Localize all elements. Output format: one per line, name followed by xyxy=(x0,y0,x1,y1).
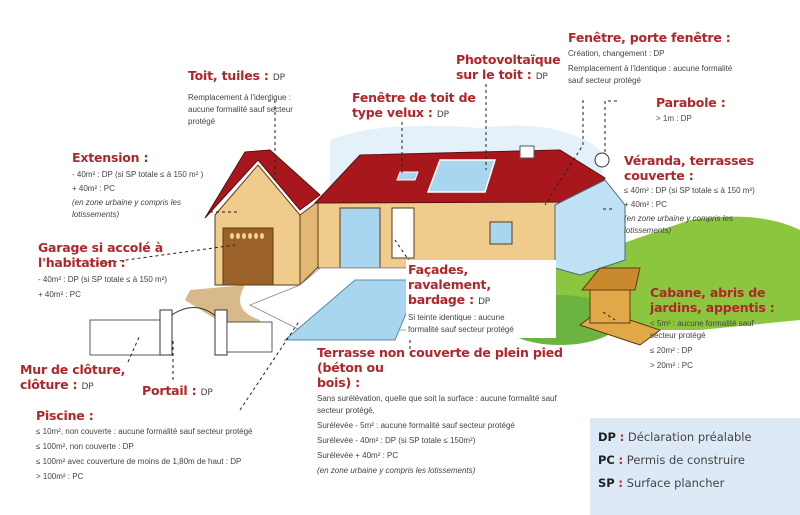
garage-desc: - 40m² : DP (si SP totale ≤ à 150 m²) + … xyxy=(38,275,168,299)
extension-desc: - 40m² : DP (si SP totale ≤ à 150 m² ) +… xyxy=(72,170,204,219)
terrasse-title-line1: Terrasse non couverte de plein pied (bét… xyxy=(317,345,563,375)
cabane-title-line2: jardins, appentis : xyxy=(650,300,775,315)
gate-pillar-left xyxy=(159,309,173,356)
fenetre-title: Fenêtre, porte fenêtre : xyxy=(568,30,731,45)
garage-title-line2: l'habitation : xyxy=(38,255,126,270)
terrasse-title-line2: bois) : xyxy=(317,375,360,390)
legend-item-sp: SP : Surface plancher xyxy=(598,476,725,490)
veranda-title-line2: couverte : xyxy=(624,168,694,183)
label-garage: Garage si accolé à l'habitation : - 40m²… xyxy=(38,240,208,301)
portail-title: Portail : DP xyxy=(142,383,213,398)
solar-panels xyxy=(426,159,497,193)
shed-body xyxy=(589,287,631,324)
velux-title-line2: type velux : DP xyxy=(352,105,449,120)
label-fenetre: Fenêtre, porte fenêtre : Création, chang… xyxy=(568,30,798,87)
shed-roof xyxy=(580,267,641,291)
label-terrasse: Terrasse non couverte de plein pied (bét… xyxy=(317,345,597,477)
photovoltaique-title-line1: Photovoltaïque xyxy=(456,52,561,67)
parabole-title: Parabole : xyxy=(656,95,726,110)
piscine-title: Piscine : xyxy=(36,408,94,423)
mur-title-line2: clôture : DP xyxy=(20,377,94,392)
mur-title-line1: Mur de clôture, xyxy=(20,362,126,377)
toit-desc: Remplacement à l'identique : aucune form… xyxy=(188,93,293,126)
toit-title: Toit, tuiles : DP xyxy=(188,68,285,83)
label-extension: Extension : - 40m² : DP (si SP totale ≤ … xyxy=(72,150,252,221)
label-toit: Toit, tuiles : DP Remplacement à l'ident… xyxy=(188,68,358,128)
label-cabane: Cabane, abris de jardins, appentis : < 5… xyxy=(650,285,800,372)
label-parabole: Parabole : > 1m : DP xyxy=(656,95,726,125)
fence-left xyxy=(89,319,161,356)
parabole-desc: > 1m : DP xyxy=(656,114,692,123)
facades-desc: Si teinte identique : aucune formalité s… xyxy=(408,313,514,334)
legend-item-dp: DP : Déclaration préalable xyxy=(598,430,752,444)
pool xyxy=(283,279,421,341)
label-piscine: Piscine : ≤ 10m², non couverte : aucune … xyxy=(36,408,306,483)
gate-pillar-right xyxy=(214,309,228,356)
label-veranda: Véranda, terrasses couverte : ≤ 40m² : D… xyxy=(624,153,800,237)
cabane-desc: < 5m² : aucune formalité sauf secteur pr… xyxy=(650,319,754,370)
facades-title-line2: bardage : DP xyxy=(408,292,491,307)
label-facades: Façades, ravalement, bardage : DP Si tei… xyxy=(406,260,556,338)
velux-window xyxy=(396,171,419,181)
piscine-desc: ≤ 10m², non couverte : aucune formalité … xyxy=(36,427,253,481)
velux-title-line1: Fenêtre de toit de xyxy=(352,90,476,105)
veranda-desc: ≤ 40m² : DP (si SP totale ≤ à 150 m²) + … xyxy=(624,186,755,235)
cabane-title-line1: Cabane, abris de xyxy=(650,285,766,300)
garage-roof xyxy=(204,149,321,219)
veranda-title-line1: Véranda, terrasses xyxy=(624,153,754,168)
satellite-dish xyxy=(594,152,610,168)
label-portail: Portail : DP xyxy=(142,383,213,401)
fenetre-desc: Création, changement : DP Remplacement à… xyxy=(568,49,733,85)
extension-title: Extension : xyxy=(72,150,149,165)
bay-window xyxy=(339,207,381,269)
legend-box: DP : Déclaration préalable PC : Permis d… xyxy=(590,418,800,515)
label-velux: Fenêtre de toit de type velux : DP xyxy=(352,90,476,123)
chimney xyxy=(519,145,535,159)
label-photovoltaique: Photovoltaïque sur le toit : DP xyxy=(456,52,561,85)
window xyxy=(489,221,513,245)
facades-title-line1: Façades, ravalement, xyxy=(408,262,491,292)
terrasse-desc: Sans surélévation, quelle que soit la su… xyxy=(317,394,557,475)
photovoltaique-title-line2: sur le toit : DP xyxy=(456,67,548,82)
label-mur: Mur de clôture, clôture : DP xyxy=(20,362,125,395)
fence-right xyxy=(226,321,273,353)
front-door xyxy=(391,207,415,259)
garage-title-line1: Garage si accolé à xyxy=(38,240,163,255)
legend-item-pc: PC : Permis de construire xyxy=(598,453,745,467)
